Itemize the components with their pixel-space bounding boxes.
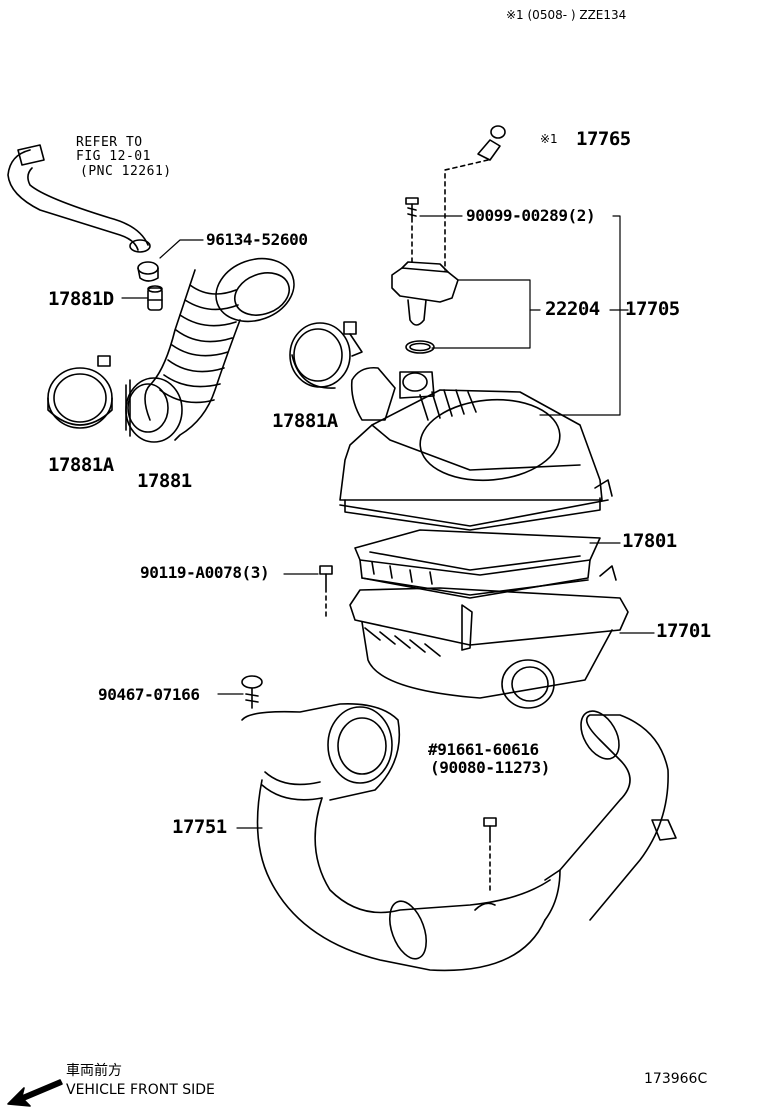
refer-line-3: (PNC 12261) [80,164,172,179]
part-22204: 22204 [545,298,600,320]
screw-91661 [484,818,496,890]
union-17881D [148,286,162,310]
air-flow-meter-22204 [392,262,458,353]
refer-line-1: REFER TO [76,135,143,150]
part-17881D: 17881D [48,288,114,310]
breather-hose [8,145,150,252]
part-17701: 17701 [656,620,711,642]
bolt-90467 [242,676,262,708]
air-cleaner-cap [340,368,612,530]
screw-90099 [406,198,418,262]
part-17881A-right: 17881A [272,410,338,432]
part-90467: 90467-07166 [98,685,200,704]
vehicle-front-arrow-icon [8,1080,62,1106]
part-17751: 17751 [172,816,227,838]
footer-direction: VEHICLE FRONT SIDE [66,1082,215,1098]
part-17765: 17765 [576,128,631,150]
part-17705: 17705 [625,298,680,320]
part-91661: #91661-60616 [428,740,539,759]
air-cleaner-case-17701 [350,566,628,708]
header-note: ※1 (0508- ) ZZE134 [506,8,627,22]
part-90080: (90080-11273) [430,758,551,777]
hose-clip-96134 [138,262,158,281]
footer-code: 173966C [644,1071,708,1087]
hose-clamp-17881A-right [290,322,362,388]
hose-clamp-17881A-left [48,356,112,428]
part-17881A-left: 17881A [48,454,114,476]
inlet-duct-17751 [242,704,676,971]
air-hose-17881 [126,248,303,442]
part-96134: 96134-52600 [206,230,308,249]
terminal-17765 [445,126,505,270]
leader-lines [122,216,654,828]
part-17881: 17881 [137,470,192,492]
part-90119: 90119-A0078(3) [140,563,270,582]
part-17801: 17801 [622,530,677,552]
note-17765: ※1 [540,132,558,146]
air-filter-element-17801 [355,530,600,598]
footer-japanese: 車両前方 [66,1063,122,1079]
screw-90119 [320,566,332,620]
refer-line-2: FIG 12-01 [76,149,151,164]
part-90099: 90099-00289(2) [466,206,596,225]
